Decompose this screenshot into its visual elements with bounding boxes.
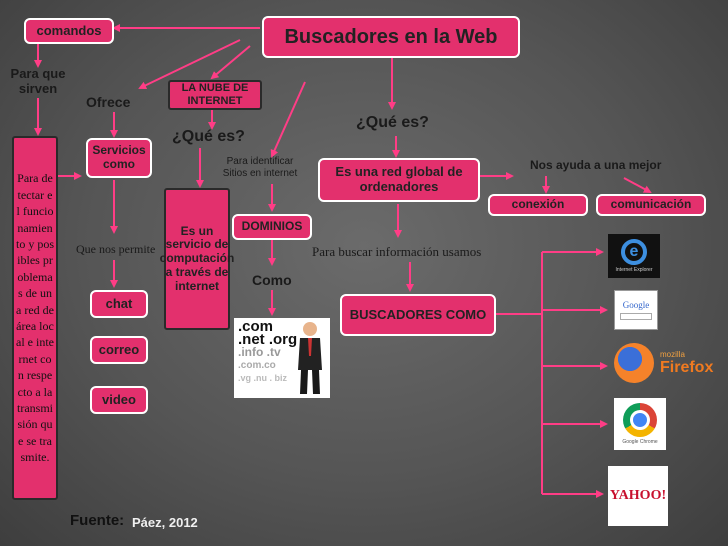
google-label: Google [622, 300, 650, 310]
yahoo-logo: YAHOO! [608, 466, 668, 526]
arrow-nos-to-comunicacion [623, 177, 652, 193]
firefox-logo: mozilla Firefox [614, 340, 724, 386]
arrow-title-to-nube [210, 45, 251, 80]
chat-node: chat [90, 290, 148, 318]
businessman-figure [298, 322, 322, 394]
conexion-node: conexión [488, 194, 588, 216]
buscadores-node: BUSCADORES COMO [340, 294, 496, 336]
la-nube-node: LA NUBE DE INTERNET [168, 80, 262, 110]
chrome-logo: Google Chrome [614, 398, 666, 450]
comandos-node: comandos [24, 18, 114, 44]
como-label: Como [252, 272, 292, 288]
para-buscar-label: Para buscar información usamos [312, 244, 482, 259]
firefox-label: Firefox [660, 358, 714, 376]
fuente-value: Páez, 2012 [132, 515, 198, 530]
chrome-label: Google Chrome [622, 439, 658, 445]
dominios-node: DOMINIOS [232, 214, 312, 240]
domains-image: .com .net .org .info .tv .com.co .vg .nu… [234, 318, 330, 398]
para-detectar-node: Para detectar el funcionamiento y posibl… [12, 136, 58, 500]
es-un-servicio-node: Es un servicio de computación a través d… [160, 188, 234, 330]
video-node: video [90, 386, 148, 414]
arrow-title-to-identificar [270, 81, 306, 158]
domain-line-2: .net .org [238, 331, 298, 348]
comunicacion-node: comunicación [596, 194, 706, 216]
ofrece-label: Ofrece [86, 94, 131, 110]
arrow-title-to-ofrece [138, 39, 241, 90]
internet-explorer-logo: e Internet Explorer [608, 234, 660, 278]
para-identificar-label: Para identificar Sitios en internet [222, 156, 298, 179]
correo-node: correo [90, 336, 148, 364]
title-node: Buscadores en la Web [262, 16, 520, 58]
domain-line-4: .com.co [238, 360, 276, 371]
google-logo: Google [614, 290, 658, 330]
fuente-label: Fuente: [70, 512, 125, 529]
domain-line-5: .vg .nu . biz [238, 373, 287, 383]
domain-line-3: .info .tv [238, 345, 281, 359]
ie-label: Internet Explorer [615, 267, 653, 273]
domain-line-1: .com [238, 318, 274, 335]
yahoo-label: YAHOO! [609, 488, 667, 503]
nos-ayuda-label: Nos ayuda a una mejor [530, 158, 662, 172]
que-nos-permite-label: Que nos permite [76, 242, 156, 256]
servicios-node: Servicios como [86, 138, 152, 178]
que-es-main-label: ¿Qué es? [356, 114, 429, 131]
que-es-nube-label: ¿Qué es? [172, 128, 245, 145]
arrow-buscadores-branch [496, 252, 543, 494]
para-que-sirven-label: Para que sirven [10, 66, 66, 96]
red-global-node: Es una red global de ordenadores [318, 158, 480, 202]
